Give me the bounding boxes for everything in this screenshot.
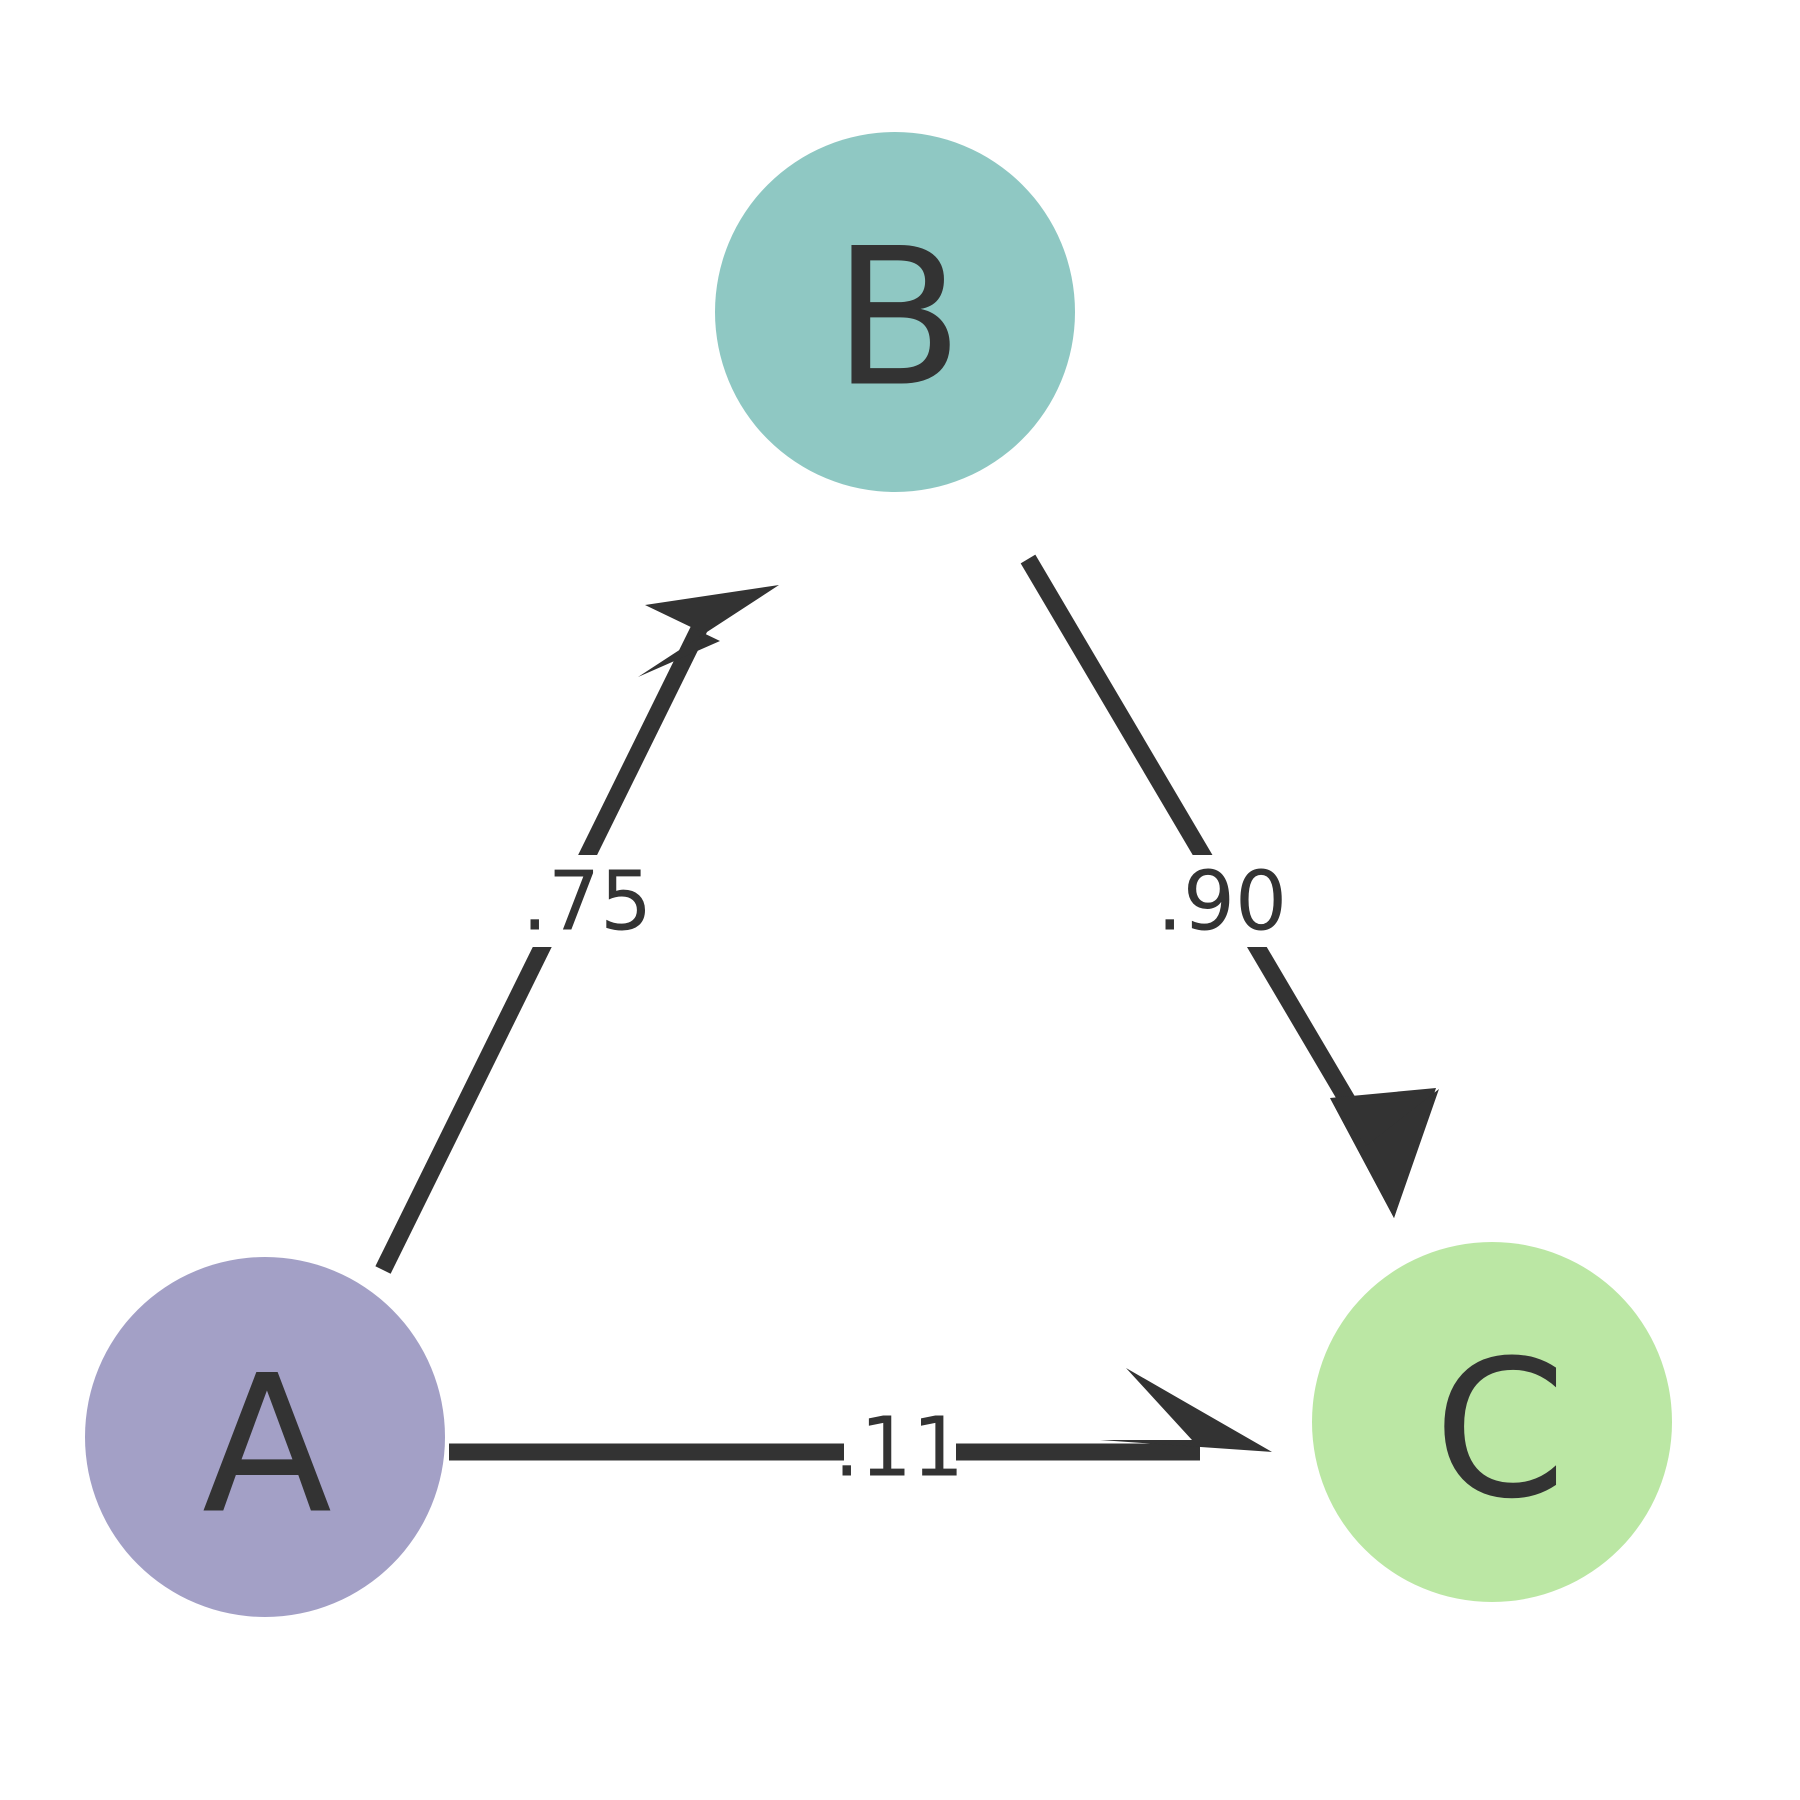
edge-b-to-c-label: .90	[1157, 855, 1287, 950]
node-a-circle	[85, 1257, 445, 1617]
node-c-circle	[1312, 1242, 1672, 1602]
edge-b-to-c[interactable]: .90	[1020, 554, 1439, 1218]
edge-a-to-c-label-bg	[844, 1400, 956, 1504]
node-c[interactable]: C	[1312, 1242, 1672, 1602]
node-a-label: A	[202, 1335, 332, 1556]
edge-a-to-b[interactable]: .75	[375, 585, 779, 1274]
node-b-circle	[715, 132, 1075, 492]
node-b-label: B	[833, 208, 963, 429]
node-b[interactable]: B	[715, 132, 1075, 492]
node-a[interactable]: A	[85, 1257, 445, 1617]
edge-b-to-c-label-bg	[1158, 855, 1283, 947]
edge-b-to-c-arrowhead-barb	[1330, 1089, 1439, 1218]
edge-a-to-b-arrowhead	[638, 585, 779, 677]
edge-a-to-c[interactable]: .11	[449, 1368, 1272, 1504]
edge-b-to-c-line	[1020, 554, 1361, 1115]
node-c-label: C	[1434, 1320, 1567, 1541]
edge-a-to-b-label: .75	[522, 855, 652, 950]
edge-a-to-c-label: .11	[834, 1401, 964, 1496]
edge-a-to-b-label-bg	[530, 855, 648, 947]
edge-a-to-b-line	[375, 623, 708, 1274]
edge-a-to-c-arrowhead	[1100, 1368, 1272, 1452]
